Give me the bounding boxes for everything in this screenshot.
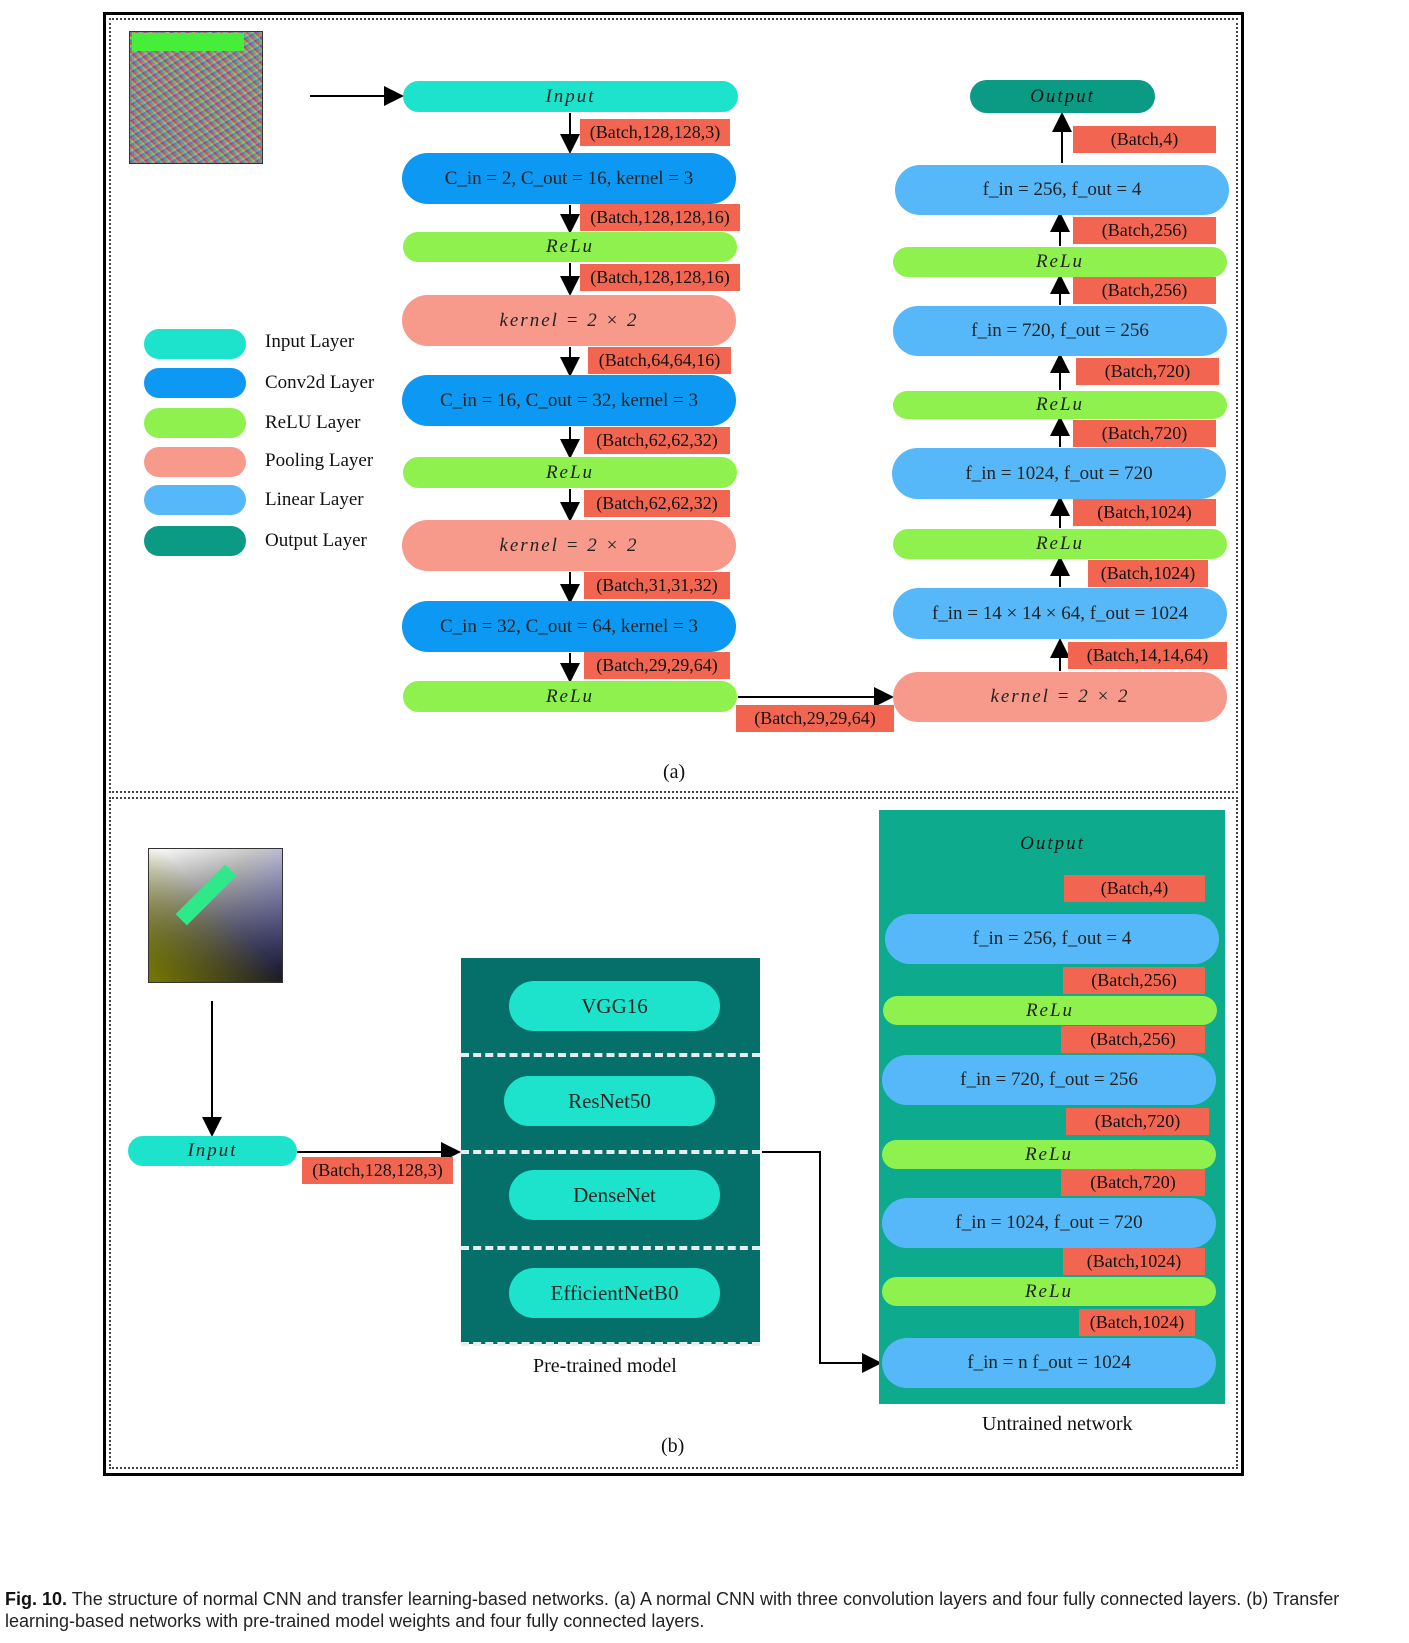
shape-tag: (Batch,1024) bbox=[1063, 1248, 1205, 1275]
shape-tag: (Batch,29,29,64) bbox=[736, 705, 894, 732]
shape-tag: (Batch,14,14,64) bbox=[1068, 642, 1227, 669]
linear-layer-2: f_in = 1024, f_out = 720 bbox=[892, 448, 1226, 499]
shape-tag: (Batch,720) bbox=[1076, 358, 1219, 385]
figure-caption: Fig. 10. The structure of normal CNN and… bbox=[5, 1588, 1405, 1632]
divider bbox=[461, 1150, 760, 1154]
relu-layer-b1: ReLu bbox=[882, 1277, 1216, 1306]
relu-layer-r2: ReLu bbox=[893, 391, 1227, 419]
linear-layer-1: f_in = 14 × 14 × 64, f_out = 1024 bbox=[893, 588, 1227, 639]
relu-layer-b2: ReLu bbox=[882, 1140, 1216, 1169]
legend-label: Linear Layer bbox=[265, 489, 364, 510]
relu-layer-b3: ReLu bbox=[883, 996, 1217, 1025]
shape-tag: (Batch,62,62,32) bbox=[584, 490, 730, 517]
legend-swatch-input bbox=[144, 329, 246, 359]
model-efficientnetb0: EfficientNetB0 bbox=[509, 1268, 720, 1318]
untrained-label: Untrained network bbox=[982, 1413, 1133, 1435]
panel-a-frame bbox=[109, 18, 1238, 793]
conv-layer-3: C_in = 32, C_out = 64, kernel = 3 bbox=[402, 601, 736, 652]
shape-tag: (Batch,1024) bbox=[1073, 499, 1216, 526]
legend-swatch-relu bbox=[144, 408, 246, 438]
legend-label: Conv2d Layer bbox=[265, 372, 375, 393]
relu-layer-r1: ReLu bbox=[893, 529, 1227, 559]
shape-tag: (Batch,29,29,64) bbox=[584, 652, 730, 679]
model-resnet50: ResNet50 bbox=[504, 1076, 715, 1126]
conv-layer-1: C_in = 2, C_out = 16, kernel = 3 bbox=[402, 153, 736, 204]
caption-text: The structure of normal CNN and transfer… bbox=[5, 1589, 1340, 1631]
panel-a-label: (a) bbox=[663, 761, 686, 783]
relu-layer-3: ReLu bbox=[403, 681, 737, 712]
gradient-input-image bbox=[148, 848, 283, 983]
legend-label: Input Layer bbox=[265, 331, 355, 352]
shape-tag: (Batch,4) bbox=[1073, 126, 1216, 153]
shape-tag: (Batch,256) bbox=[1061, 1026, 1205, 1053]
green-stripe bbox=[132, 33, 244, 51]
relu-layer-1: ReLu bbox=[403, 232, 737, 262]
shape-tag: (Batch,62,62,32) bbox=[584, 427, 730, 454]
pool-layer-2: kernel = 2 × 2 bbox=[402, 520, 736, 571]
pretrained-label: Pre-trained model bbox=[533, 1355, 677, 1377]
legend-swatch-output bbox=[144, 526, 246, 556]
pool-layer-r: kernel = 2 × 2 bbox=[893, 672, 1227, 722]
input-layer-b: Input bbox=[128, 1136, 297, 1166]
linear-layer-b1: f_in = n f_out = 1024 bbox=[882, 1338, 1216, 1388]
pool-layer-1: kernel = 2 × 2 bbox=[402, 295, 736, 346]
divider bbox=[461, 1246, 760, 1250]
legend-label: ReLU Layer bbox=[265, 412, 361, 433]
conv-layer-2: C_in = 16, C_out = 32, kernel = 3 bbox=[402, 375, 736, 426]
shape-tag: (Batch,1024) bbox=[1088, 560, 1208, 587]
noise-input-image bbox=[129, 31, 263, 164]
output-label-b: Output bbox=[1020, 833, 1085, 854]
panel-b-label: (b) bbox=[661, 1435, 685, 1457]
shape-tag: (Batch,128,128,16) bbox=[580, 204, 740, 231]
output-layer: Output bbox=[970, 80, 1155, 113]
shape-tag: (Batch,1024) bbox=[1079, 1309, 1195, 1336]
shape-tag: (Batch,64,64,16) bbox=[588, 347, 731, 374]
relu-layer-2: ReLu bbox=[403, 457, 737, 488]
linear-layer-3: f_in = 720, f_out = 256 bbox=[893, 306, 1227, 356]
shape-tag: (Batch,128,128,16) bbox=[580, 264, 740, 291]
legend-swatch-pool bbox=[144, 447, 246, 477]
caption-label: Fig. 10. bbox=[5, 1589, 68, 1609]
shape-tag: (Batch,720) bbox=[1066, 1108, 1209, 1135]
legend-label: Output Layer bbox=[265, 530, 367, 551]
panel-b-frame bbox=[109, 797, 1238, 1469]
olive-shade bbox=[149, 849, 282, 982]
shape-tag: (Batch,256) bbox=[1063, 967, 1205, 994]
linear-layer-b2: f_in = 1024, f_out = 720 bbox=[882, 1198, 1216, 1248]
linear-layer-b4: f_in = 256, f_out = 4 bbox=[885, 914, 1219, 964]
shape-tag: (Batch,256) bbox=[1073, 277, 1216, 304]
model-vgg16: VGG16 bbox=[509, 981, 720, 1031]
legend-label: Pooling Layer bbox=[265, 450, 374, 471]
divider bbox=[461, 1053, 760, 1057]
shape-tag: (Batch,128,128,3) bbox=[580, 119, 730, 146]
input-layer: Input bbox=[403, 81, 738, 112]
legend-swatch-linear bbox=[144, 485, 246, 515]
legend-swatch-conv bbox=[144, 368, 246, 398]
linear-layer-4: f_in = 256, f_out = 4 bbox=[895, 165, 1229, 215]
shape-tag: (Batch,256) bbox=[1073, 217, 1216, 244]
linear-layer-b3: f_in = 720, f_out = 256 bbox=[882, 1055, 1216, 1105]
figure-frame bbox=[103, 12, 1244, 1476]
shape-tag: (Batch,128,128,3) bbox=[302, 1157, 453, 1184]
shape-tag: (Batch,720) bbox=[1061, 1169, 1205, 1196]
model-densenet: DenseNet bbox=[509, 1170, 720, 1220]
divider bbox=[461, 1342, 760, 1346]
relu-layer-r3: ReLu bbox=[893, 247, 1227, 277]
shape-tag: (Batch,31,31,32) bbox=[584, 572, 730, 599]
shape-tag: (Batch,4) bbox=[1064, 875, 1205, 902]
shape-tag: (Batch,720) bbox=[1073, 420, 1216, 447]
